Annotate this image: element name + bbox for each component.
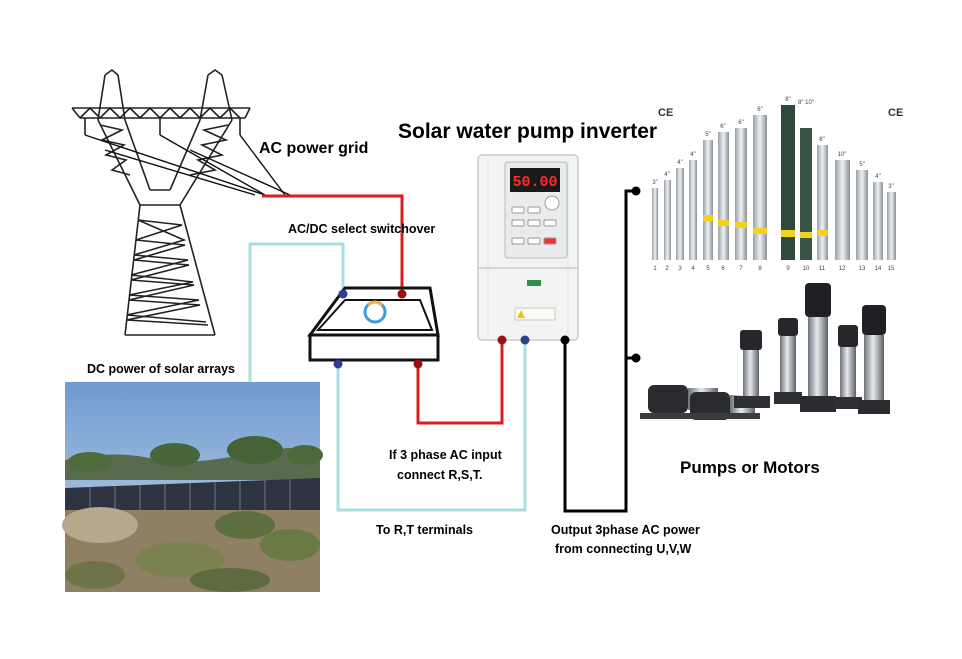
svg-text:12: 12 — [839, 266, 846, 272]
svg-text:1: 1 — [653, 266, 657, 272]
svg-text:10": 10" — [838, 152, 847, 158]
svg-text:13: 13 — [859, 266, 866, 272]
dc-solar-label: DC power of solar arrays — [87, 362, 235, 376]
svg-text:6": 6" — [720, 124, 725, 130]
svg-text:8": 8" — [785, 97, 790, 103]
centrifugal-pumps-icon — [640, 283, 890, 420]
ac-grid-label: AC power grid — [259, 140, 369, 157]
output-wire — [563, 189, 636, 513]
submersible-pumps-icon — [652, 105, 896, 260]
switchover-label: AC/DC select switchover — [288, 222, 436, 236]
svg-text:6": 6" — [738, 120, 743, 126]
switchover-box — [307, 286, 440, 362]
svg-text:11: 11 — [819, 266, 826, 272]
pumps-label: Pumps or Motors — [680, 458, 820, 477]
svg-text:14: 14 — [875, 266, 882, 272]
svg-text:9: 9 — [786, 266, 790, 272]
svg-text:4": 4" — [664, 172, 669, 178]
svg-text:6: 6 — [721, 266, 725, 272]
svg-text:15: 15 — [888, 266, 895, 272]
svg-text:4": 4" — [875, 174, 880, 180]
svg-text:3": 3" — [888, 184, 893, 190]
page-title: Solar water pump inverter — [398, 120, 658, 143]
svg-text:5: 5 — [706, 266, 710, 272]
power-lines — [84, 134, 291, 196]
svg-text:3": 3" — [652, 180, 657, 186]
inverter-device: 50.00 — [477, 154, 579, 341]
ac-input-wire — [262, 194, 404, 294]
output-label-line1: Output 3phase AC power — [551, 523, 700, 537]
svg-text:8": 8" — [819, 137, 824, 143]
svg-text:3: 3 — [678, 266, 682, 272]
inverter-display: 50.00 — [512, 174, 557, 191]
dc-to-inverter-wire — [336, 340, 527, 512]
dc-solar-wire — [248, 242, 345, 385]
ac-to-inverter-wire — [416, 340, 504, 425]
svg-text:4": 4" — [677, 160, 682, 166]
rt-terminals-label: To R,T terminals — [376, 523, 474, 537]
connection-dots — [333, 186, 641, 369]
svg-text:2: 2 — [665, 266, 669, 272]
ce-mark-right: CE — [888, 107, 903, 119]
svg-text:6": 6" — [757, 107, 762, 113]
svg-text:10: 10 — [803, 266, 810, 272]
svg-text:4": 4" — [690, 152, 695, 158]
svg-text:7: 7 — [739, 266, 743, 272]
svg-text:8: 8 — [758, 266, 762, 272]
pump-number-labels: 1 2 3 4 5 6 7 8 9 10 11 12 13 14 15 — [653, 266, 895, 272]
three-phase-input-label-line1: If 3 phase AC input — [389, 448, 502, 462]
svg-text:8" 10": 8" 10" — [798, 100, 814, 106]
svg-text:4: 4 — [691, 266, 695, 272]
svg-text:5": 5" — [705, 132, 710, 138]
svg-text:5": 5" — [859, 162, 864, 168]
output-label-line2: from connecting U,V,W — [555, 542, 692, 556]
three-phase-input-label-line2: connect R,S,T. — [397, 468, 483, 482]
ce-mark-left: CE — [658, 107, 673, 119]
solar-field-photo — [62, 382, 323, 592]
transmission-tower-icon — [71, 68, 251, 336]
pump-size-labels: 3" 4" 4" 4" 5" 6" 6" 6" 8" 8" 10" 8" 10"… — [652, 97, 893, 190]
